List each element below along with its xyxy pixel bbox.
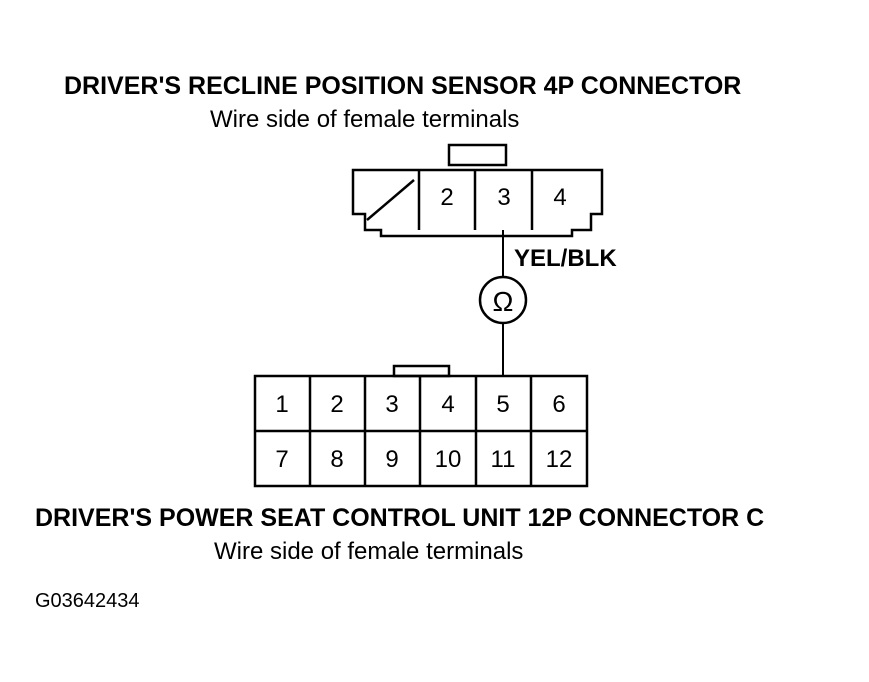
top-terminal-2: 2 [440,184,453,211]
ohmmeter-icon [478,275,528,325]
ohm-symbol: Ω [493,286,514,317]
top-connector-title: DRIVER'S RECLINE POSITION SENSOR 4P CONN… [64,72,742,100]
bottom-terminal-1: 1 [275,391,288,418]
bottom-terminal-3: 3 [385,391,398,418]
top-connector-latch [447,143,508,167]
bottom-connector [253,364,589,488]
top-connector-body [351,168,604,238]
bottom-connector-title: DRIVER'S POWER SEAT CONTROL UNIT 12P CON… [35,504,765,532]
bottom-terminal-12: 12 [546,446,573,473]
wire-color-label: YEL/BLK [514,245,617,272]
bottom-terminal-2: 2 [330,391,343,418]
top-connector [351,143,604,238]
top-terminal-3: 3 [497,184,510,211]
figure-code: G03642434 [35,590,140,612]
bottom-terminal-5: 5 [496,391,509,418]
top-connector-subtitle: Wire side of female terminals [210,106,520,133]
bottom-terminal-7: 7 [275,446,288,473]
bottom-connector-latch [392,364,451,378]
bottom-terminal-6: 6 [552,391,565,418]
bottom-terminal-9: 9 [385,446,398,473]
bottom-terminal-10: 10 [435,446,462,473]
blocked-terminal-slash [366,179,415,221]
bottom-terminal-4: 4 [441,391,454,418]
bottom-terminal-8: 8 [330,446,343,473]
bottom-terminal-11: 11 [491,446,516,473]
top-terminal-4: 4 [553,184,566,211]
bottom-connector-subtitle: Wire side of female terminals [214,538,524,565]
